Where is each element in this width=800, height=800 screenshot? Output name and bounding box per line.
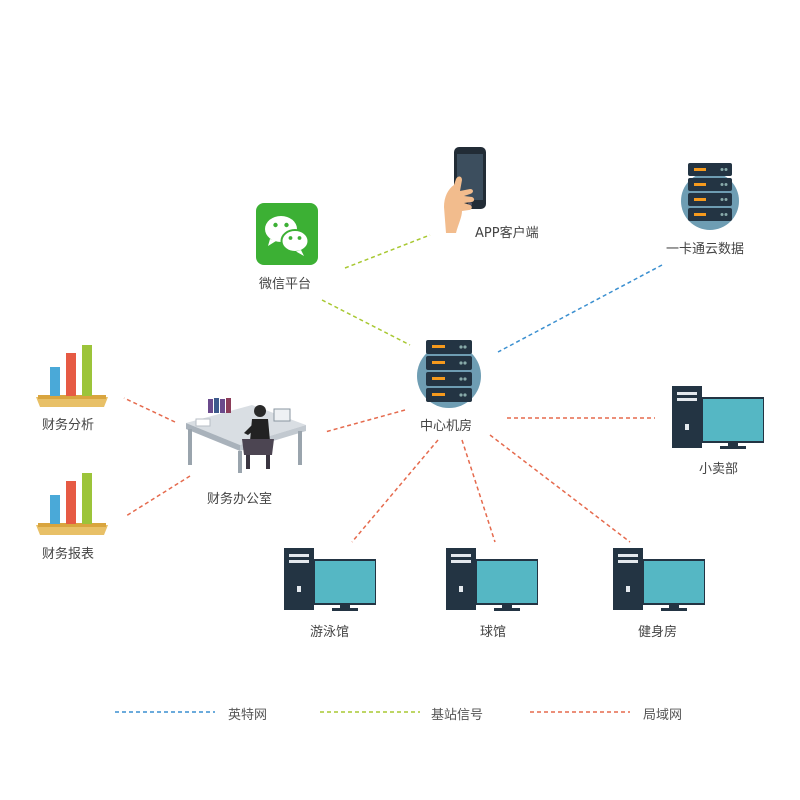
court-computer-icon [446,548,538,611]
link-cloud-center [497,264,663,353]
center-server-icon [417,340,481,408]
legend-line-signal [320,711,420,713]
pool-label: 游泳馆 [310,625,350,640]
link-center-court [461,439,496,543]
link-office-analysis [123,397,176,423]
mobile-phone-icon [444,147,486,233]
gym-computer-icon [613,548,705,611]
center-label: 中心机房 [420,419,473,434]
pool-computer-icon [284,548,376,611]
office-desk-icon [186,398,306,473]
link-center-pool [351,439,439,543]
office-label: 财务办公室 [207,492,273,507]
cloud-label: 一卡通云数据 [666,242,745,257]
legend-line-lan [530,711,630,713]
cloud-server-icon [681,163,739,230]
link-wechat-center [321,299,411,346]
wechat-icon [256,203,318,265]
link-center-gym [489,434,631,543]
analysis-label: 财务分析 [42,418,95,433]
report-chart-icon [36,473,108,535]
shop-label: 小卖部 [699,462,739,477]
link-center-office [324,409,406,433]
legend-line-internet [115,711,215,713]
app-label: APP客户端 [475,226,539,241]
court-label: 球馆 [480,625,507,640]
legend-lan-label: 局域网 [643,708,683,723]
link-wechat-app [344,234,431,269]
shop-computer-icon [672,386,764,449]
bar-chart-icon [36,345,108,407]
legend-signal-label: 基站信号 [431,708,484,723]
legend-internet-label: 英特网 [228,708,268,723]
link-office-report [125,475,191,517]
wechat-label: 微信平台 [259,277,312,292]
report-label: 财务报表 [42,547,95,562]
gym-label: 健身房 [638,625,678,640]
